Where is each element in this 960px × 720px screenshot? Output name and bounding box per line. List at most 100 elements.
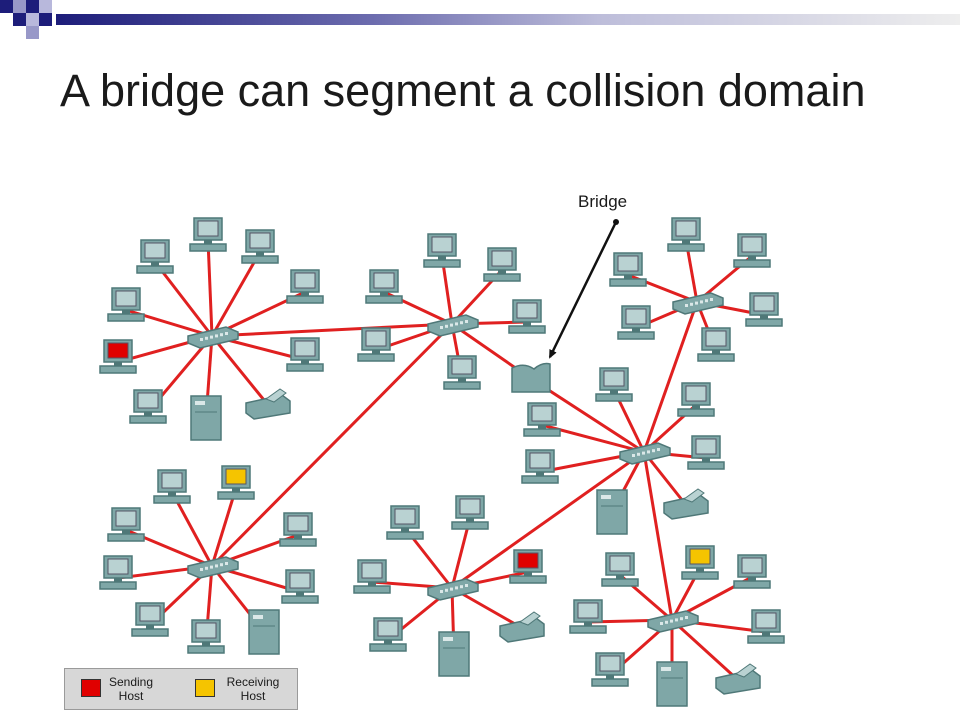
computer-icon [189,217,227,252]
computer-icon [601,552,639,587]
deco-square-navy [26,0,39,13]
computer-icon [99,555,137,590]
computer-icon [733,554,771,589]
link-device-hub [170,491,214,567]
link-device-hub [670,618,740,682]
printer-icon [715,663,761,695]
computer-icon [509,549,547,584]
computer-icon [129,389,167,424]
legend: Sending Host Receiving Host [64,668,298,710]
computer-icon [357,327,395,362]
computer-icon [523,402,561,437]
computer-icon [667,217,705,252]
link-hub-b-hub-e [210,322,454,568]
computer-icon [286,337,324,372]
hub-icon-b [427,314,479,337]
slide-title: A bridge can segment a collision domain [60,65,866,116]
computer-icon [187,619,225,654]
computer-icon [107,507,145,542]
server-icon [248,609,280,655]
deco-square-lavender [39,0,52,13]
deco-square-navy [13,13,26,26]
deco-square-lavender [13,0,26,13]
computer-icon [423,233,461,268]
bridge-pointer-dot [613,219,619,225]
deco-square-navy [0,0,13,13]
bridge-icon [511,362,551,393]
server-icon [438,631,470,677]
computer-icon [483,247,521,282]
computer-icon [286,269,324,304]
printer-icon [663,488,709,520]
hub-icon-d [619,442,671,465]
computer-icon [386,505,424,540]
legend-receiving-line2: Host [240,689,266,703]
computer-icon [677,382,715,417]
link-device-hub [153,261,214,337]
hub-icon-f [427,578,479,601]
computer-icon [745,292,783,327]
printer-icon [245,388,291,420]
computer-icon [136,239,174,274]
hub-icon-c [672,292,724,315]
computer-icon [508,299,546,334]
legend-label-sending: Sending Host [101,675,161,703]
computer-icon [591,652,629,687]
hub-icon-a [187,326,239,349]
server-icon [656,661,688,707]
bridge-callout: Bridge [548,192,627,359]
computer-icon [733,233,771,268]
legend-sending-line2: Host [118,689,144,703]
server-icon [596,489,628,535]
printer-icon [499,611,545,643]
computer-icon [595,367,633,402]
computer-icon [747,609,785,644]
computer-icon [107,287,145,322]
link-hub-d-hub-f [451,450,645,590]
link-device-hub [642,451,688,506]
computer-icon [365,269,403,304]
server-icon [190,395,222,441]
link-device-hub [210,335,270,406]
link-hub-d-hub-g [642,451,674,621]
computer-icon [521,449,559,484]
computer-icon [569,599,607,634]
bridge-pointer-arrow [548,221,618,359]
computer-icon [697,327,735,362]
computer-icon [241,229,279,264]
computer-icon [687,435,725,470]
computer-icon [353,559,391,594]
link-device-hub [206,239,214,337]
deco-square-lavender [26,13,39,26]
bridge-label: Bridge [578,192,627,211]
computer-icon [279,512,317,547]
computer-icon [153,469,191,504]
link-device-hub [210,251,262,337]
computer-icon [451,495,489,530]
hub-icon-g [647,610,699,633]
computer-icon [217,465,255,500]
link-device-hub [210,487,238,567]
deco-gradient-bar [56,14,960,25]
computer-icon [99,339,137,374]
legend-label-receiving: Receiving Host [215,675,291,703]
devices-layer [99,217,785,707]
link-hub-c-hub-d [642,301,699,453]
legend-sending-line1: Sending [108,675,154,689]
deco-square-navy [39,13,52,26]
computer-icon [131,602,169,637]
computer-icon [443,355,481,390]
slide-decoration [0,0,960,39]
deco-square-lavender [26,26,39,39]
legend-swatch-sending [81,679,101,697]
link-hub-a-hub-b [211,322,453,338]
computer-icon [369,617,407,652]
legend-receiving-line1: Receiving [226,675,280,689]
computer-icon [609,252,647,287]
computer-icon [281,569,319,604]
computer-icon [681,545,719,580]
computer-icon [617,305,655,340]
hub-icon-e [187,556,239,579]
legend-swatch-receiving [195,679,215,697]
